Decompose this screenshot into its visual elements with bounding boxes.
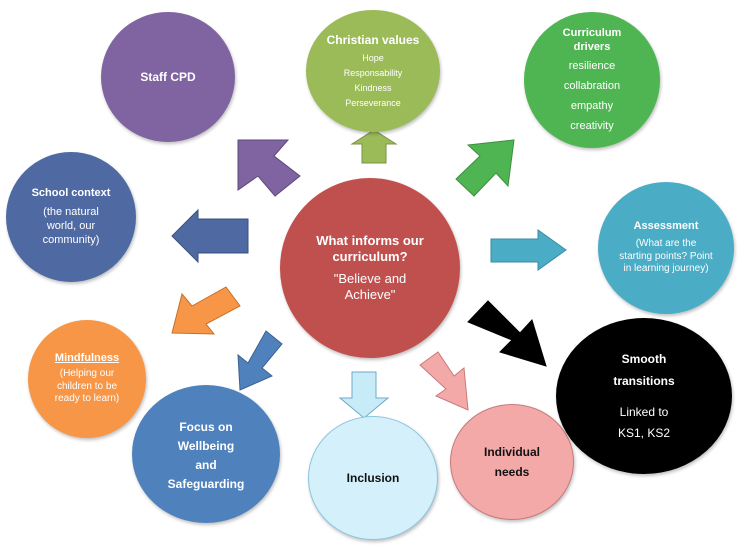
christian-values-item: Perseverance	[345, 98, 401, 109]
arrow-to-smooth-transitions	[467, 300, 547, 367]
assessment-title: Assessment	[633, 220, 699, 233]
curriculum-drivers-item: resilience	[568, 60, 616, 73]
christian-values-item: Kindness	[354, 83, 392, 93]
staff-cpd-title: Staff CPD	[140, 69, 196, 84]
arrow-to-staff-cpd	[237, 139, 301, 197]
node-curriculum-drivers: Curriculum drivers resilience collabrati…	[524, 12, 660, 148]
wellbeing-line: Wellbeing	[177, 438, 235, 453]
assessment-sub: (What are the starting points? Point in …	[619, 238, 713, 275]
node-staff-cpd: Staff CPD	[101, 12, 235, 142]
smooth-transitions-title: Smooth transitions	[613, 352, 675, 388]
mindfulness-sub: (Helping our children to be ready to lea…	[54, 368, 120, 405]
arrow-to-mindfulness	[171, 286, 241, 335]
arrow-to-individual-needs	[419, 351, 469, 411]
school-context-sub: (the natural world, our community)	[42, 206, 100, 246]
arrow-to-school-context	[171, 208, 249, 264]
curriculum-drivers-item: creativity	[570, 119, 614, 132]
arrow-to-assessment	[490, 229, 567, 271]
curriculum-drivers-title: Curriculum drivers	[562, 26, 622, 53]
curriculum-drivers-item: collabration	[563, 80, 621, 92]
school-context-title: School context	[31, 186, 111, 199]
node-school-context: School context (the natural world, our c…	[6, 152, 136, 282]
node-individual-needs: Individual needs	[450, 404, 574, 520]
smooth-transitions-sub: Linked to KS1, KS2	[617, 405, 671, 440]
wellbeing-line: Focus on	[179, 419, 233, 434]
mindfulness-title: Mindfulness	[54, 352, 120, 365]
wellbeing-line: Safeguarding	[167, 476, 245, 491]
node-smooth-transitions: Smooth transitions Linked to KS1, KS2	[556, 318, 732, 474]
node-assessment: Assessment (What are the starting points…	[598, 182, 734, 314]
wellbeing-line: and	[195, 457, 217, 472]
arrow-to-curriculum-drivers	[455, 139, 515, 197]
christian-values-item: Hope	[362, 52, 384, 63]
arrow-to-inclusion	[338, 371, 390, 419]
arrow-to-christian-values	[350, 129, 398, 164]
node-inclusion: Inclusion	[308, 416, 438, 540]
node-christian-values: Christian values Hope Responsability Kin…	[306, 10, 440, 132]
christian-values-item: Responsability	[343, 67, 403, 78]
curriculum-drivers-item: empathy	[570, 99, 614, 112]
node-wellbeing: Focus on Wellbeing and Safeguarding	[132, 385, 280, 523]
node-mindfulness: Mindfulness (Helping our children to be …	[28, 320, 146, 438]
center-node: What informs our curriculum? "Believe an…	[280, 178, 460, 358]
center-title: What informs our curriculum?	[316, 232, 424, 264]
christian-values-title: Christian values	[326, 32, 420, 47]
arrow-to-wellbeing	[237, 330, 283, 391]
inclusion-title: Inclusion	[346, 470, 400, 485]
center-motto: "Believe and Achieve"	[333, 271, 407, 303]
individual-needs-title: Individual needs	[483, 444, 540, 479]
